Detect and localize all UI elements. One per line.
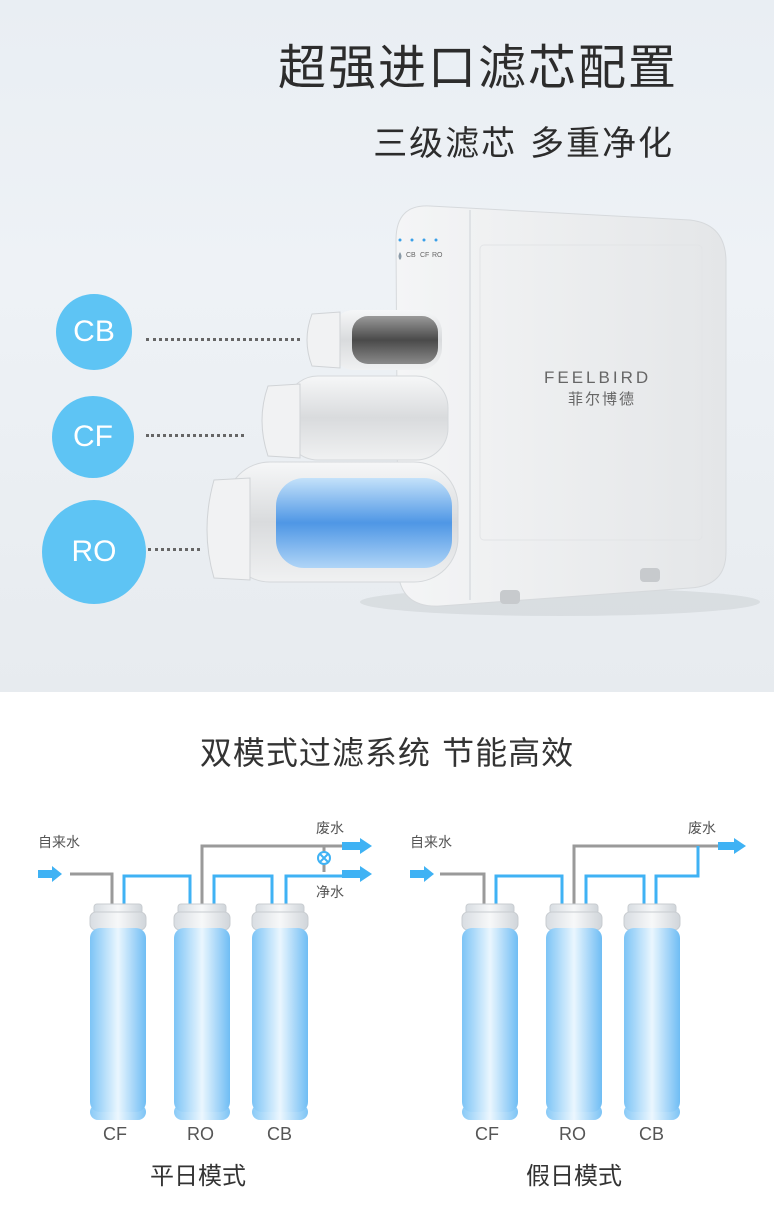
callout-ro: RO bbox=[42, 500, 146, 604]
system-title: 双模式过滤系统 节能高效 bbox=[199, 734, 575, 772]
callout-ro-leader bbox=[148, 548, 200, 551]
flow-diagrams bbox=[38, 838, 746, 1121]
holiday-filter-cb: CB bbox=[639, 1124, 665, 1144]
holiday-inlet-label: 自来水 bbox=[410, 835, 452, 851]
holiday-mode-label: 假日模式 bbox=[526, 1162, 622, 1190]
purifier-body bbox=[395, 205, 727, 607]
brand-logo-en: FEELBIRD bbox=[544, 368, 652, 387]
normal-waste-label: 废水 bbox=[316, 821, 344, 837]
panel-label-cb: CB bbox=[406, 252, 416, 259]
holiday-filter-ro: RO bbox=[559, 1124, 586, 1144]
panel-label-ro: RO bbox=[432, 252, 443, 259]
normal-filter-cf: CF bbox=[103, 1124, 127, 1144]
normal-inlet-label: 自来水 bbox=[38, 835, 80, 851]
hero-section: 超强进口滤芯配置 三级滤芯 多重净化 bbox=[0, 0, 774, 692]
normal-filter-ro: RO bbox=[187, 1124, 214, 1144]
callout-cb-leader bbox=[146, 338, 300, 341]
headline: 超强进口滤芯配置 bbox=[277, 40, 678, 96]
brand-logo-cn: 菲尔博德 bbox=[568, 391, 637, 408]
callout-cb: CB bbox=[56, 294, 132, 370]
diagram-normal-mode bbox=[38, 838, 372, 904]
diagram-holiday-mode bbox=[410, 838, 746, 904]
holiday-waste-label: 废水 bbox=[688, 821, 716, 837]
panel-label-cf: CF bbox=[420, 252, 430, 259]
normal-pure-label: 净水 bbox=[316, 885, 344, 901]
purifier-illustration bbox=[206, 205, 760, 616]
normal-mode-label: 平日模式 bbox=[150, 1162, 246, 1190]
holiday-filter-cf: CF bbox=[475, 1124, 499, 1144]
callout-cf-leader bbox=[146, 434, 244, 437]
subline: 三级滤芯 多重净化 bbox=[373, 124, 674, 164]
callout-cf: CF bbox=[52, 396, 134, 478]
normal-filter-cb: CB bbox=[267, 1124, 293, 1144]
